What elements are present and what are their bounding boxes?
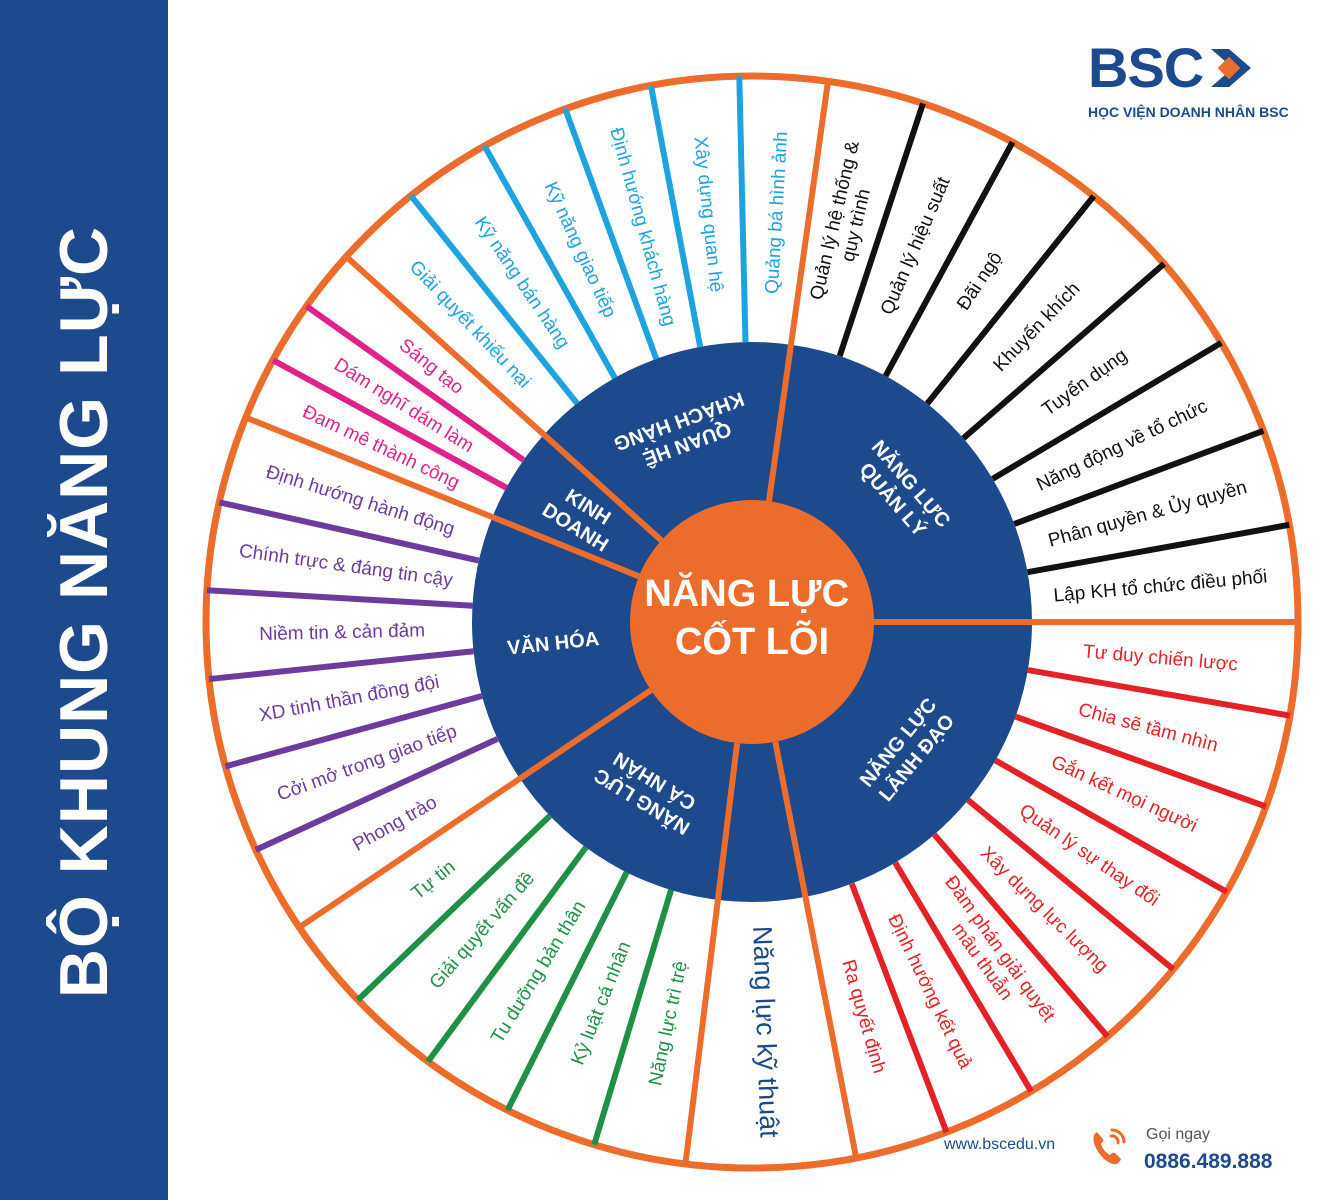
core-circle	[630, 500, 874, 744]
item-divider	[224, 693, 483, 770]
item-divider	[647, 84, 704, 348]
item-divider	[993, 757, 1229, 895]
category-divider	[682, 742, 741, 1165]
item-divider	[961, 261, 1167, 441]
category-divider	[297, 687, 653, 930]
core-title: NĂNG LỰC CỐT LÕI	[644, 571, 859, 663]
competency-item-line: Niềm tin & cản đảm	[259, 620, 425, 645]
item-divider	[408, 193, 580, 406]
item-divider	[304, 303, 526, 463]
phone-icon	[1093, 1128, 1126, 1165]
item-divider	[882, 140, 1016, 378]
item-divider	[206, 587, 473, 609]
logo-subtitle: HỌC VIỆN DOANH NHÂN BSC	[1088, 104, 1289, 120]
item-divider	[1027, 667, 1291, 719]
core-title-line-1: NĂNG LỰC	[644, 571, 849, 615]
category-divider	[244, 414, 641, 580]
category-divider	[344, 254, 664, 543]
category-divider	[766, 80, 831, 502]
competency-item: Năng lực kỹ thuật	[747, 925, 784, 1138]
item-divider	[562, 107, 660, 360]
call-phone-number[interactable]: 0886.489.888	[1144, 1150, 1273, 1173]
item-divider	[1026, 521, 1290, 576]
competency-item: Niềm tin & cản đảm	[259, 620, 425, 645]
item-divider	[254, 736, 499, 853]
item-divider	[932, 832, 1110, 1039]
core-title-line-2: CỐT LÕI	[675, 618, 829, 663]
logo-mark: BSC	[1088, 38, 1267, 98]
item-divider	[271, 357, 508, 491]
item-divider	[218, 499, 480, 564]
item-divider	[736, 76, 749, 343]
call-label: Gọi ngay	[1146, 1126, 1211, 1143]
item-divider	[892, 861, 1034, 1093]
category-divider	[772, 741, 860, 1159]
competency-item-line: Năng lực kỹ thuật	[747, 925, 784, 1138]
logo-wordmark: BSC	[1088, 36, 1204, 99]
chevron-right-icon	[1211, 49, 1252, 87]
item-divider	[208, 648, 474, 683]
item-divider	[504, 871, 630, 1112]
website-link[interactable]: www.bscedu.vn	[944, 1136, 1056, 1153]
item-divider	[425, 845, 589, 1064]
item-divider	[591, 889, 674, 1146]
item-divider	[1014, 713, 1267, 810]
sidebar-banner: BỘ KHUNG NĂNG LỰC	[0, 0, 168, 1200]
bsc-logo: BSC HỌC VIỆN DOANH NHÂN BSC	[1088, 38, 1298, 128]
item-divider	[481, 144, 618, 380]
item-divider	[848, 882, 950, 1134]
item-divider	[1013, 427, 1265, 527]
item-divider	[924, 194, 1097, 406]
item-divider	[991, 340, 1223, 482]
item-divider	[355, 813, 552, 1003]
item-divider	[836, 102, 926, 358]
item-divider	[966, 797, 1176, 972]
